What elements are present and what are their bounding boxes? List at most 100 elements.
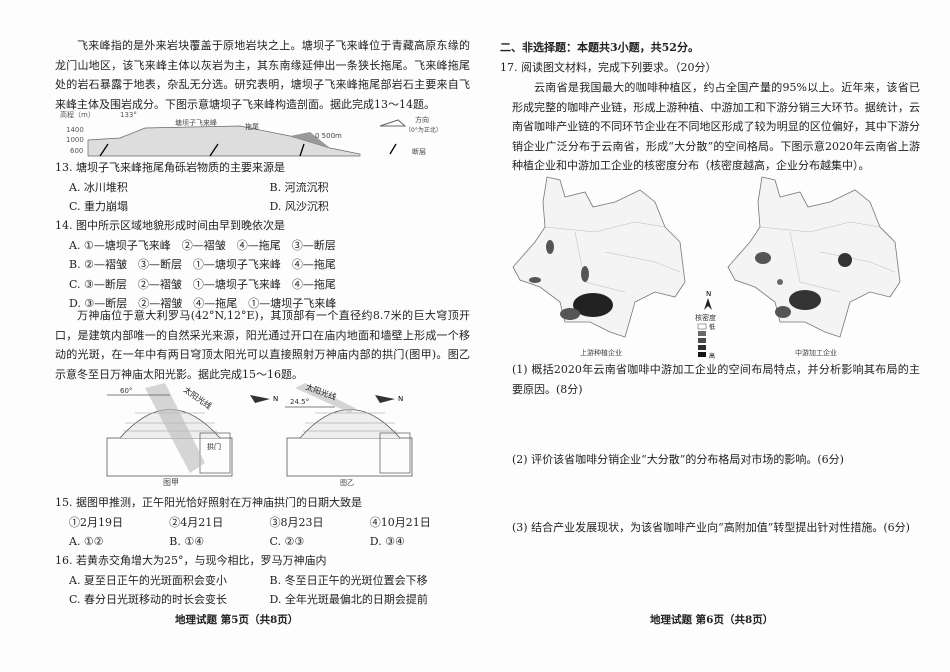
subquestion-3: (3) 结合产业发展现状，为该省咖啡产业向“高附加值”转型提出针对性措施。(6分…	[512, 521, 910, 534]
q16-option-c[interactable]: C. 春分日光斑移动的时长会变长	[69, 593, 228, 606]
q15-option-a[interactable]: A. ①②	[69, 535, 104, 548]
fault	[209, 143, 219, 157]
angle-label: 133°	[120, 111, 137, 119]
tick: 1000	[66, 136, 84, 144]
scale-bar: 0 500m	[315, 132, 342, 140]
direction-icon	[379, 119, 407, 127]
profile-ylabel: 高程（m）	[60, 110, 95, 119]
figure-b: 24.5° 太阳光线 N 图乙	[285, 381, 413, 487]
q15-option-b[interactable]: B. ①④	[169, 535, 205, 548]
q15-option-c[interactable]: C. ②③	[269, 535, 305, 548]
tick: 600	[70, 147, 83, 155]
north-arrow-icon	[250, 395, 270, 403]
footer-page-5: 地理试题 第5页（共8页）	[175, 614, 299, 626]
q13-option-a[interactable]: A. 冰川堆积	[69, 180, 128, 194]
fault	[99, 143, 109, 157]
yunnan-maps: 上游种植企业 中游加工企业 N 核密度 低	[512, 176, 901, 360]
legend-direction: 方向	[415, 115, 429, 124]
question-16: 16. 若黄赤交角增大为25°，与现今相比，罗马万神庙内 A. 夏至日正午的光斑…	[55, 551, 470, 610]
q13-option-d[interactable]: D. 风沙沉积	[269, 200, 329, 213]
map-left-caption: 上游种植企业	[580, 348, 622, 357]
q13-option-b[interactable]: B. 河流沉积	[269, 180, 329, 194]
density-hotspot	[755, 252, 771, 264]
map-legend: N 核密度 低 高	[695, 290, 716, 360]
subquestion-1: (1) 概括2020年云南省咖啡中游加工企业的空间布局特点，并分析影响其布局的主…	[512, 363, 920, 396]
q14-option-c[interactable]: C. ③—断层 ②—褶皱 ①—塘坝子飞来峰 ④—拖尾	[69, 277, 336, 291]
figure-b-caption: 图乙	[340, 479, 354, 487]
legend-title: 核密度	[695, 313, 716, 322]
legend-swatch	[698, 345, 706, 350]
density-hotspot	[789, 290, 821, 310]
tick: 1400	[66, 126, 84, 134]
q15-stem: 15. 据图甲推测，正午阳光恰好照射在万神庙拱门的日期大致是	[55, 496, 362, 509]
q14-option-d[interactable]: D. ③—断层 ②—褶皱 ④—拖尾 ①—塘坝子飞来峰	[69, 297, 337, 310]
density-hotspot	[529, 277, 541, 283]
q15-option-d[interactable]: D. ③④	[369, 535, 405, 548]
q14-option-a[interactable]: A. ①—塘坝子飞来峰 ②—褶皱 ④—拖尾 ③—断层	[69, 238, 336, 252]
passage-feilaifeng: 飞来峰指的是外来岩块覆盖于原地岩块之上。塘坝子飞来峰位于青藏高原东缘的龙门山地区…	[55, 39, 470, 111]
legend-fault: 断层	[412, 147, 426, 156]
map-upstream: 上游种植企业	[512, 176, 686, 357]
north-label: N	[273, 395, 278, 403]
q16-option-b[interactable]: B. 冬至日正午的光斑位置会下移	[269, 573, 428, 587]
q15-item: ④10月21日	[369, 515, 431, 529]
legend-swatch	[698, 352, 706, 357]
q15-item: ②4月21日	[169, 515, 224, 529]
question-14: 14. 图中所示区域地貌形成时间由早到晚依次是 A. ①—塘坝子飞来峰 ②—褶皱…	[55, 216, 470, 314]
density-hotspot	[775, 306, 791, 318]
section-heading: 二、非选择题：本题共3小题，共52分。	[500, 41, 699, 54]
angle-60: 60°	[120, 387, 132, 395]
q13-option-c[interactable]: C. 重力崩塌	[69, 200, 129, 213]
passage-pantheon: 万神庙位于意大利罗马(42°N,12°E)，其顶部有一个直径约8.7米的巨大穹顶…	[55, 309, 470, 381]
footer-page-6: 地理试题 第6页（共8页）	[650, 614, 774, 626]
q14-option-b[interactable]: B. ②—褶皱 ③—断层 ①—塘坝子飞来峰 ④—拖尾	[69, 258, 336, 271]
subquestion-2: (2) 评价该省咖啡分销企业“大分散”的分布格局对市场的影响。(6分)	[512, 453, 844, 466]
density-hotspot	[581, 266, 589, 282]
north-label: N	[398, 395, 403, 403]
sun-ray-label: 太阳光线	[182, 384, 214, 411]
north-arrow-icon	[704, 298, 712, 310]
q15-item: ①2月19日	[69, 515, 123, 529]
legend-swatch	[698, 338, 706, 343]
q13-stem: 13. 塘坝子飞来峰拖尾角砾岩物质的主要来源是	[55, 161, 285, 174]
question-15: 15. 据图甲推测，正午阳光恰好照射在万神庙拱门的日期大致是 ①2月19日 ②4月…	[55, 493, 470, 552]
sun-ray-beam	[145, 383, 205, 473]
q16-option-a[interactable]: A. 夏至日正午的光斑面积会变小	[69, 573, 227, 587]
q17-stem: 17. 阅读图文材料，完成下列要求。（20分）	[500, 61, 717, 74]
q15-item: ③8月23日	[269, 515, 324, 529]
density-hotspot	[546, 240, 554, 254]
figure-a: 60° 太阳光线 拱门 N 图甲	[106, 383, 278, 487]
pantheon-diagrams: 60° 太阳光线 拱门 N 图甲 24.5° 太阳光线 N 图乙	[106, 381, 413, 487]
profile-terrain	[87, 125, 361, 157]
figure-a-caption: 图甲	[163, 478, 179, 487]
tail-area	[290, 132, 330, 148]
peak-label: 塘坝子飞来峰	[175, 118, 217, 127]
fault-legend-icon	[389, 143, 397, 155]
passage-yunnan-coffee: 云南省是我国最大的咖啡种植区，约占全国产量的95%以上。近年来，该省已形成完整的…	[512, 81, 920, 172]
density-hotspot	[777, 279, 783, 285]
geologic-profile: 高程（m） 1400 1000 600 133° 塘坝子飞来峰 拖尾 0 500…	[60, 110, 442, 157]
dome	[299, 409, 401, 439]
legend-swatch	[697, 323, 707, 330]
kernel-density-maps: 上游种植企业 中游加工企业 N 核密度 低	[505, 172, 920, 362]
legend-high: 高	[709, 352, 715, 360]
q16-stem: 16. 若黄赤交角增大为25°，与现今相比，罗马万神庙内	[55, 554, 327, 567]
arch-label: 拱门	[207, 442, 221, 451]
legend-direction-note: （0°为正北）	[405, 126, 442, 134]
map-midstream: 中游加工企业	[727, 176, 901, 357]
map-right-caption: 中游加工企业	[795, 348, 837, 357]
density-hotspot	[838, 253, 852, 267]
sun-ray-beam	[295, 383, 355, 413]
legend-low: 低	[709, 323, 715, 331]
profile-figure: 高程（m） 1400 1000 600 133° 塘坝子飞来峰 拖尾 0 500…	[60, 108, 470, 158]
yunnan-outline	[512, 176, 686, 338]
q14-stem: 14. 图中所示区域地貌形成时间由早到晚依次是	[55, 219, 285, 232]
tail-label: 拖尾	[245, 122, 259, 131]
q16-option-d[interactable]: D. 全年光斑最偏北的日期会提前	[269, 593, 428, 606]
north-arrow-icon	[375, 395, 395, 403]
angle-24-5: 24.5°	[290, 398, 309, 406]
fault	[299, 143, 305, 157]
question-13: 13. 塘坝子飞来峰拖尾角砾岩物质的主要来源是 A. 冰川堆积 B. 河流沉积 C…	[55, 158, 470, 217]
north-label: N	[706, 290, 711, 298]
